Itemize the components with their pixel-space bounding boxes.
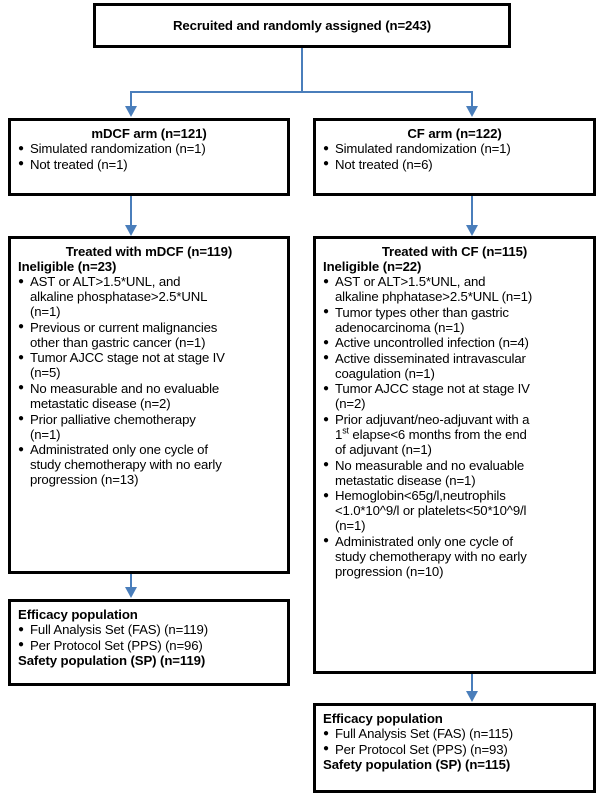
arrowhead-to-mdcf-arm: [125, 106, 137, 117]
connector-mdcf-arm-to-treated: [130, 196, 132, 226]
node-cf-arm-title: CF arm (n=122): [407, 126, 502, 141]
node-efficacy-cf-footer: Safety population (SP) (n=115): [323, 757, 511, 773]
node-efficacy-cf-bullets: Full Analysis Set (FAS) (n=115)Per Proto…: [323, 726, 586, 757]
bullet-item: Per Protocol Set (PPS) (n=96): [18, 637, 280, 653]
bullet-item: Full Analysis Set (FAS) (n=115): [323, 726, 586, 742]
node-efficacy-mdcf-footer: Safety population (SP) (n=119): [18, 653, 206, 669]
bullet-item: Active uncontrolled infection (n=4): [323, 335, 586, 351]
bullet-line: study chemotherapy with no early: [30, 457, 222, 473]
bullet-line: No measurable and no evaluable: [30, 380, 220, 396]
bullet-line: Prior adjuvant/neo-adjuvant with a: [335, 412, 530, 428]
bullet-line: progression (n=10): [335, 563, 444, 579]
node-treated-mdcf-subtitle: Ineligible (n=23): [18, 259, 117, 275]
bullet-line: (n=5): [30, 365, 61, 381]
connector-treated-cf-to-efficacy: [471, 674, 473, 692]
bullet-line: Previous or current malignancies: [30, 319, 218, 335]
connector-treated-mdcf-to-efficacy: [130, 574, 132, 588]
bullet-line: <1.0*10^9/l or platelets<50*10^9/l: [335, 503, 527, 519]
bullet-line: 1st elapse<6 months from the end: [335, 425, 527, 443]
bullet-line: No measurable and no evaluable: [335, 457, 525, 473]
arrowhead-to-treated-cf: [466, 225, 478, 236]
node-treated-cf-subtitle: Ineligible (n=22): [323, 259, 422, 275]
node-treated-mdcf: Treated with mDCF (n=119) Ineligible (n=…: [8, 236, 290, 574]
bullet-item: No measurable and no evaluablemetastatic…: [323, 457, 586, 488]
node-cf-arm: CF arm (n=122) Simulated randomization (…: [313, 118, 596, 196]
bullet-line: Tumor types other than gastric: [335, 304, 509, 320]
node-efficacy-mdcf-bullets: Full Analysis Set (FAS) (n=119)Per Proto…: [18, 622, 280, 653]
bullet-line: (n=1): [30, 304, 61, 320]
bullet-line: Administrated only one cycle of: [335, 533, 513, 549]
arrowhead-to-treated-mdcf: [125, 225, 137, 236]
arrowhead-to-efficacy-cf: [466, 691, 478, 702]
node-treated-mdcf-title: Treated with mDCF (n=119): [65, 244, 233, 259]
bullet-item: Not treated (n=6): [323, 156, 586, 172]
bullet-line: Hemoglobin<65g/l,neutrophils: [335, 488, 506, 504]
bullet-line: AST or ALT>1.5*UNL, and: [335, 274, 486, 290]
node-cf-arm-bullets: Simulated randomization (n=1)Not treated…: [323, 141, 586, 172]
node-efficacy-cf: Efficacy population Full Analysis Set (F…: [313, 703, 596, 793]
bullet-item: Active disseminated intravascularcoagula…: [323, 350, 586, 381]
bullet-line: Prior palliative chemotherapy: [30, 411, 196, 427]
bullet-line: (n=1): [335, 518, 366, 534]
bullet-item: Not treated (n=1): [18, 156, 280, 172]
bullet-item: Tumor AJCC stage not at stage IV(n=2): [323, 381, 586, 412]
node-mdcf-arm-title: mDCF arm (n=121): [91, 126, 207, 141]
bullet-line: coagulation (n=1): [335, 365, 435, 381]
node-efficacy-mdcf-title: Efficacy population: [18, 607, 138, 622]
bullet-line: Active uncontrolled infection (n=4): [335, 335, 529, 351]
bullet-item: Tumor types other than gastricadenocarci…: [323, 304, 586, 335]
bullet-line: Tumor AJCC stage not at stage IV: [30, 350, 225, 366]
node-recruited: Recruited and randomly assigned (n=243): [93, 3, 511, 48]
connector-cf-arm-to-treated: [471, 196, 473, 226]
bullet-line: Active disseminated intravascular: [335, 350, 526, 366]
node-treated-cf: Treated with CF (n=115) Ineligible (n=22…: [313, 236, 596, 674]
bullet-line: AST or ALT>1.5*UNL, and: [30, 274, 181, 290]
bullet-line: Administrated only one cycle of: [30, 442, 208, 458]
bullet-line: metastatic disease (n=2): [30, 395, 171, 411]
bullet-item: Per Protocol Set (PPS) (n=93): [323, 741, 586, 757]
bullet-line: metastatic disease (n=1): [335, 472, 476, 488]
node-recruited-title: Recruited and randomly assigned (n=243): [172, 18, 432, 34]
connector-split-horizontal: [130, 91, 473, 93]
node-mdcf-arm: mDCF arm (n=121) Simulated randomization…: [8, 118, 290, 196]
bullet-item: No measurable and no evaluablemetastatic…: [18, 380, 280, 411]
bullet-line: of adjuvant (n=1): [335, 442, 432, 458]
bullet-line: (n=1): [30, 426, 61, 442]
bullet-line: other than gastric cancer (n=1): [30, 334, 206, 350]
bullet-line: adenocarcinoma (n=1): [335, 319, 465, 335]
arrowhead-to-efficacy-mdcf: [125, 587, 137, 598]
node-efficacy-mdcf: Efficacy population Full Analysis Set (F…: [8, 599, 290, 686]
connector-split-right-drop: [471, 91, 473, 107]
bullet-item: Prior palliative chemotherapy(n=1): [18, 411, 280, 442]
bullet-line: progression (n=13): [30, 472, 139, 488]
node-treated-cf-title: Treated with CF (n=115): [381, 244, 528, 259]
bullet-item: Full Analysis Set (FAS) (n=119): [18, 622, 280, 638]
bullet-item: Simulated randomization (n=1): [18, 141, 280, 157]
bullet-line: study chemotherapy with no early: [335, 548, 527, 564]
arrowhead-to-cf-arm: [466, 106, 478, 117]
bullet-line: alkaline phosphatase>2.5*UNL: [30, 289, 208, 305]
node-mdcf-arm-bullets: Simulated randomization (n=1)Not treated…: [18, 141, 280, 172]
bullet-item: Tumor AJCC stage not at stage IV(n=5): [18, 350, 280, 381]
bullet-item: Simulated randomization (n=1): [323, 141, 586, 157]
bullet-line: alkaline phphatase>2.5*UNL (n=1): [335, 289, 533, 305]
node-efficacy-cf-title: Efficacy population: [323, 711, 443, 726]
connector-split-left-drop: [130, 91, 132, 107]
bullet-line: (n=2): [335, 396, 366, 412]
bullet-line: Tumor AJCC stage not at stage IV: [335, 381, 530, 397]
connector-recruited-trunk: [301, 48, 303, 93]
bullet-item: Hemoglobin<65g/l,neutrophils<1.0*10^9/l …: [323, 488, 586, 534]
